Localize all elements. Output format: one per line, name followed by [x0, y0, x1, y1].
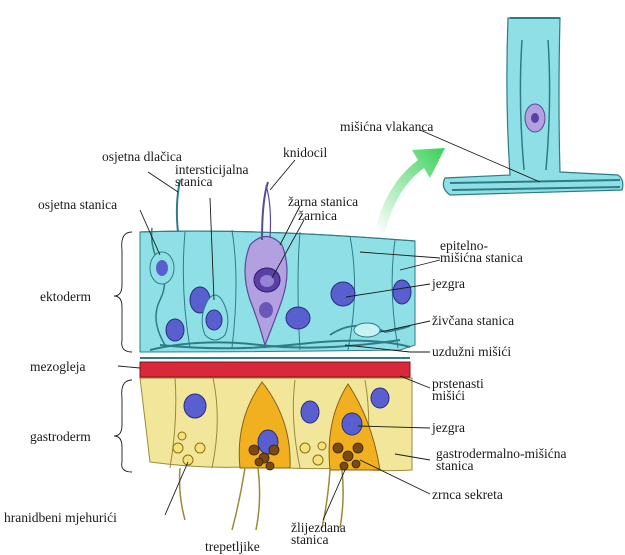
label-misicna-vlakanca: mišićna vlakanca [340, 120, 433, 134]
label-trepetljike: trepetljike [205, 540, 260, 554]
label-hranidbeni-mjehurici: hranidbeni mjehurići [4, 511, 117, 525]
label-zarnica: žarnica [298, 209, 337, 223]
label-zrnca-sekreta: zrnca sekreta [432, 488, 503, 502]
label-osjetna-stanica: osjetna stanica [38, 198, 117, 212]
label-jezgra-gastroderm: jezgra [432, 421, 465, 435]
label-uzduzni-misici: uzdužni mišići [432, 345, 511, 359]
gastroderm-nucleus [371, 388, 389, 408]
label-knidocil: knidocil [283, 146, 327, 160]
gastroderm-nucleus [184, 394, 206, 418]
cnidocil [266, 185, 271, 238]
nematocyst-inner [260, 275, 274, 287]
gastroderm-nucleus [342, 413, 362, 435]
inset-epitheliomuscular-cell [443, 18, 623, 195]
label-mezogleja: mezogleja [30, 360, 85, 374]
mesoglea-layer [140, 362, 410, 377]
nerve-cell-body [354, 323, 380, 337]
ectoderm-nucleus [331, 282, 355, 306]
cnidocyte-nucleus [259, 302, 273, 318]
label-prstenasti-misici: prstenasti mišići [432, 378, 484, 402]
label-epitelno-misicna-stanica: epitelno- mišićna stanica [440, 240, 523, 264]
sensory-cell-nucleus [156, 260, 168, 276]
label-zivcana-stanica: živčana stanica [432, 314, 514, 328]
label-zlijezdana-stanica: žlijezdana stanica [291, 522, 346, 546]
label-intersticijalna-stanica: intersticijalna stanica [175, 164, 248, 188]
zoom-arrow [375, 148, 445, 232]
label-jezgra-ectoderm: jezgra [432, 277, 465, 291]
label-gastrodermalno-misicna-stanica: gastrodermalno-mišićna stanica [436, 448, 566, 472]
ectoderm-nucleus [286, 307, 310, 329]
label-gastroderm: gastroderm [30, 430, 91, 444]
label-zarna-stanica: žarna stanica [288, 195, 358, 209]
ectoderm-nucleus [393, 280, 411, 304]
gastroderm-nucleus [301, 401, 319, 423]
label-ektoderm: ektoderm [40, 290, 91, 304]
ectoderm-nucleus [166, 319, 184, 341]
label-osjetna-dlacica: osjetna dlačica [102, 150, 182, 164]
inset-nucleolus [531, 113, 539, 123]
interstitial-nucleus [206, 310, 222, 330]
